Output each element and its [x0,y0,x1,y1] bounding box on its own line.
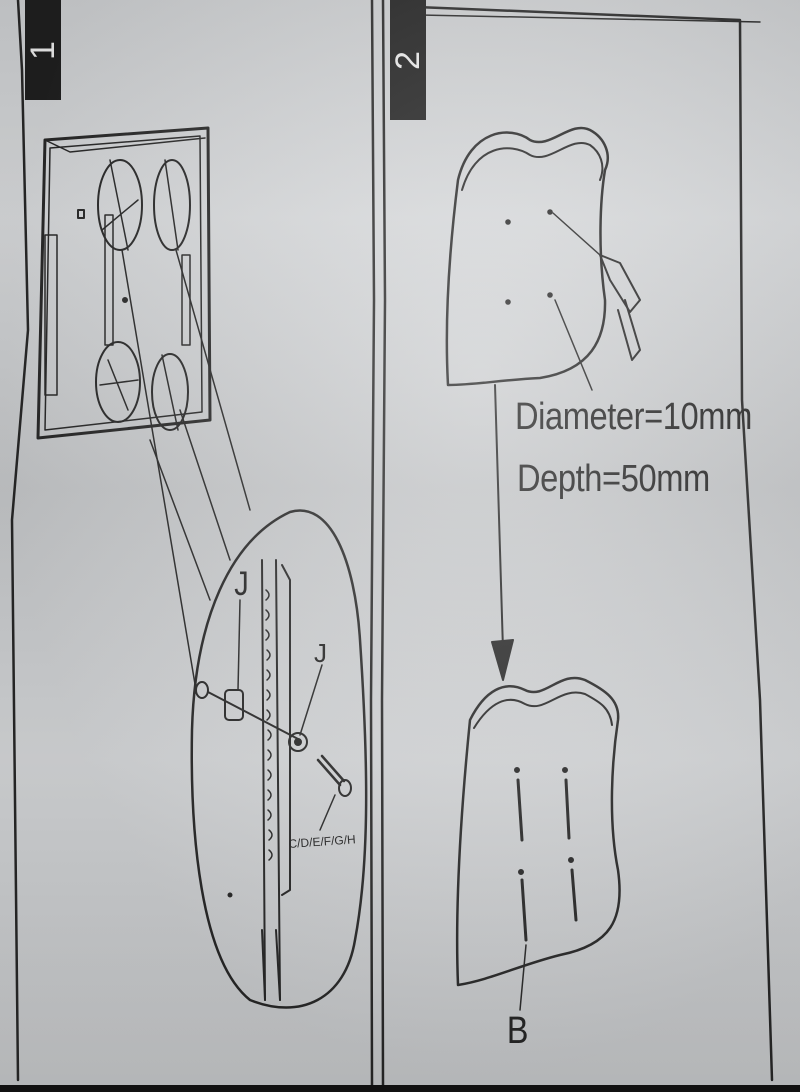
projection-lines [121,249,251,691]
wall-section-drilling [445,126,641,681]
depth-spec: Depth=50mm [517,458,710,500]
anchor-label-j: J [314,638,327,668]
panel-frames [10,0,774,1085]
step-1-number: 1 [23,40,62,60]
bracket-label: J [234,565,249,603]
diameter-spec: Diameter=10mm [515,396,752,438]
zoom-detail-circle [190,509,368,1009]
wall-section-anchors [455,676,621,1011]
anchor-label-b: B [506,1010,529,1052]
tv-back-panel [36,126,212,440]
step-2-number: 2 [388,50,427,70]
step-1-badge: 1 [23,0,62,100]
mounting-circles [95,159,191,431]
step-2-badge: 2 [388,0,427,120]
